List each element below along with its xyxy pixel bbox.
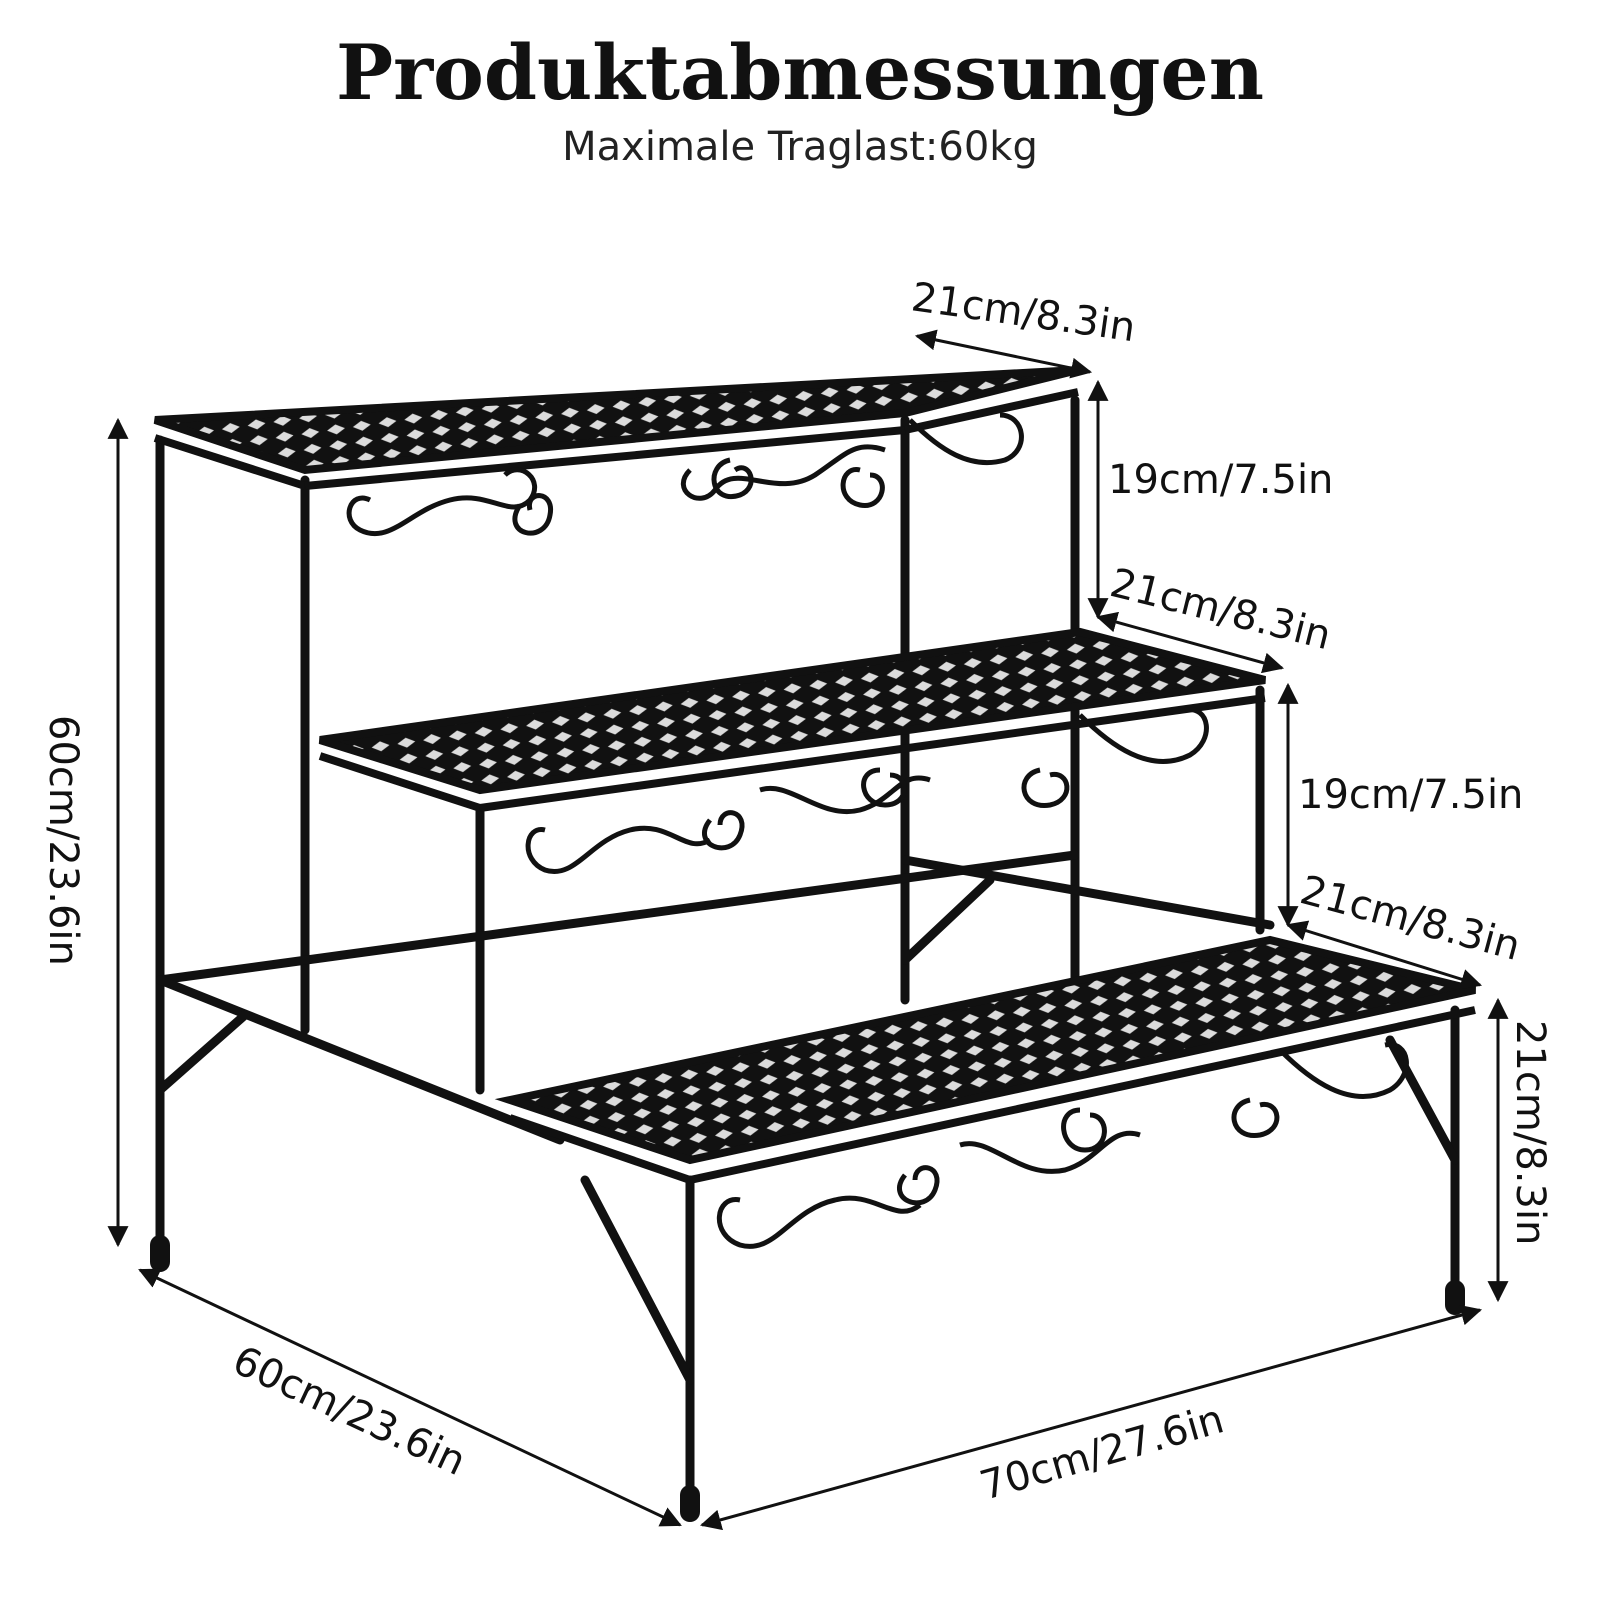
scroll-mid-2 bbox=[702, 810, 745, 851]
brace-back-right bbox=[900, 875, 995, 965]
base-rail-left bbox=[155, 975, 565, 1145]
brace-front-right bbox=[1385, 1035, 1460, 1165]
brace-back-left bbox=[155, 1010, 250, 1095]
brace-front-left bbox=[580, 1175, 695, 1385]
dim-line-bottom-depth bbox=[1285, 920, 1483, 990]
dim-line-total-depth bbox=[138, 1268, 682, 1527]
scroll-top-1 bbox=[346, 467, 538, 537]
label-middle-step-height: 19cm/7.5in bbox=[1298, 772, 1523, 818]
scroll-mid-5 bbox=[1021, 767, 1070, 808]
page-title: Produktabmessungen bbox=[335, 28, 1265, 117]
stand-frame bbox=[150, 395, 1465, 1522]
decorative-scrollwork bbox=[346, 412, 1409, 1249]
dim-line-middle-depth bbox=[1095, 611, 1285, 674]
scroll-mid-4 bbox=[861, 767, 907, 808]
scroll-mid-6 bbox=[1078, 707, 1209, 764]
base-rail-back bbox=[155, 850, 1080, 985]
scroll-bot-1 bbox=[716, 1195, 922, 1249]
dimension-lines bbox=[107, 329, 1509, 1531]
max-load-subtitle: Maximale Traglast:60kg bbox=[562, 124, 1038, 170]
middle-shelf bbox=[318, 627, 1267, 812]
scroll-top-6 bbox=[908, 412, 1024, 466]
scroll-top-3 bbox=[680, 444, 886, 501]
dim-line-top-depth bbox=[914, 329, 1093, 379]
scroll-bot-6 bbox=[1278, 1042, 1409, 1099]
scroll-bot-4 bbox=[1061, 1107, 1107, 1153]
scroll-bot-3 bbox=[959, 1130, 1141, 1174]
scroll-top-4 bbox=[711, 457, 754, 500]
dim-line-total-width bbox=[699, 1304, 1483, 1531]
label-bottom-shelf-height: 21cm/8.3in bbox=[1507, 1020, 1553, 1245]
scroll-bot-2 bbox=[897, 1165, 940, 1206]
scroll-mid-3 bbox=[759, 775, 931, 815]
scroll-mid-1 bbox=[525, 825, 712, 875]
scroll-top-2 bbox=[512, 493, 553, 536]
base-rail-right bbox=[900, 855, 1275, 930]
top-shelf bbox=[153, 366, 1079, 490]
label-top-shelf-depth: 21cm/8.3in bbox=[909, 274, 1139, 351]
bottom-shelf bbox=[494, 935, 1476, 1184]
label-total-height: 60cm/23.6in bbox=[40, 715, 86, 966]
label-total-depth: 60cm/23.6in bbox=[226, 1337, 473, 1485]
label-upper-step-height: 19cm/7.5in bbox=[1108, 457, 1333, 503]
scroll-bot-5 bbox=[1231, 1097, 1280, 1138]
scroll-top-5 bbox=[840, 467, 885, 508]
